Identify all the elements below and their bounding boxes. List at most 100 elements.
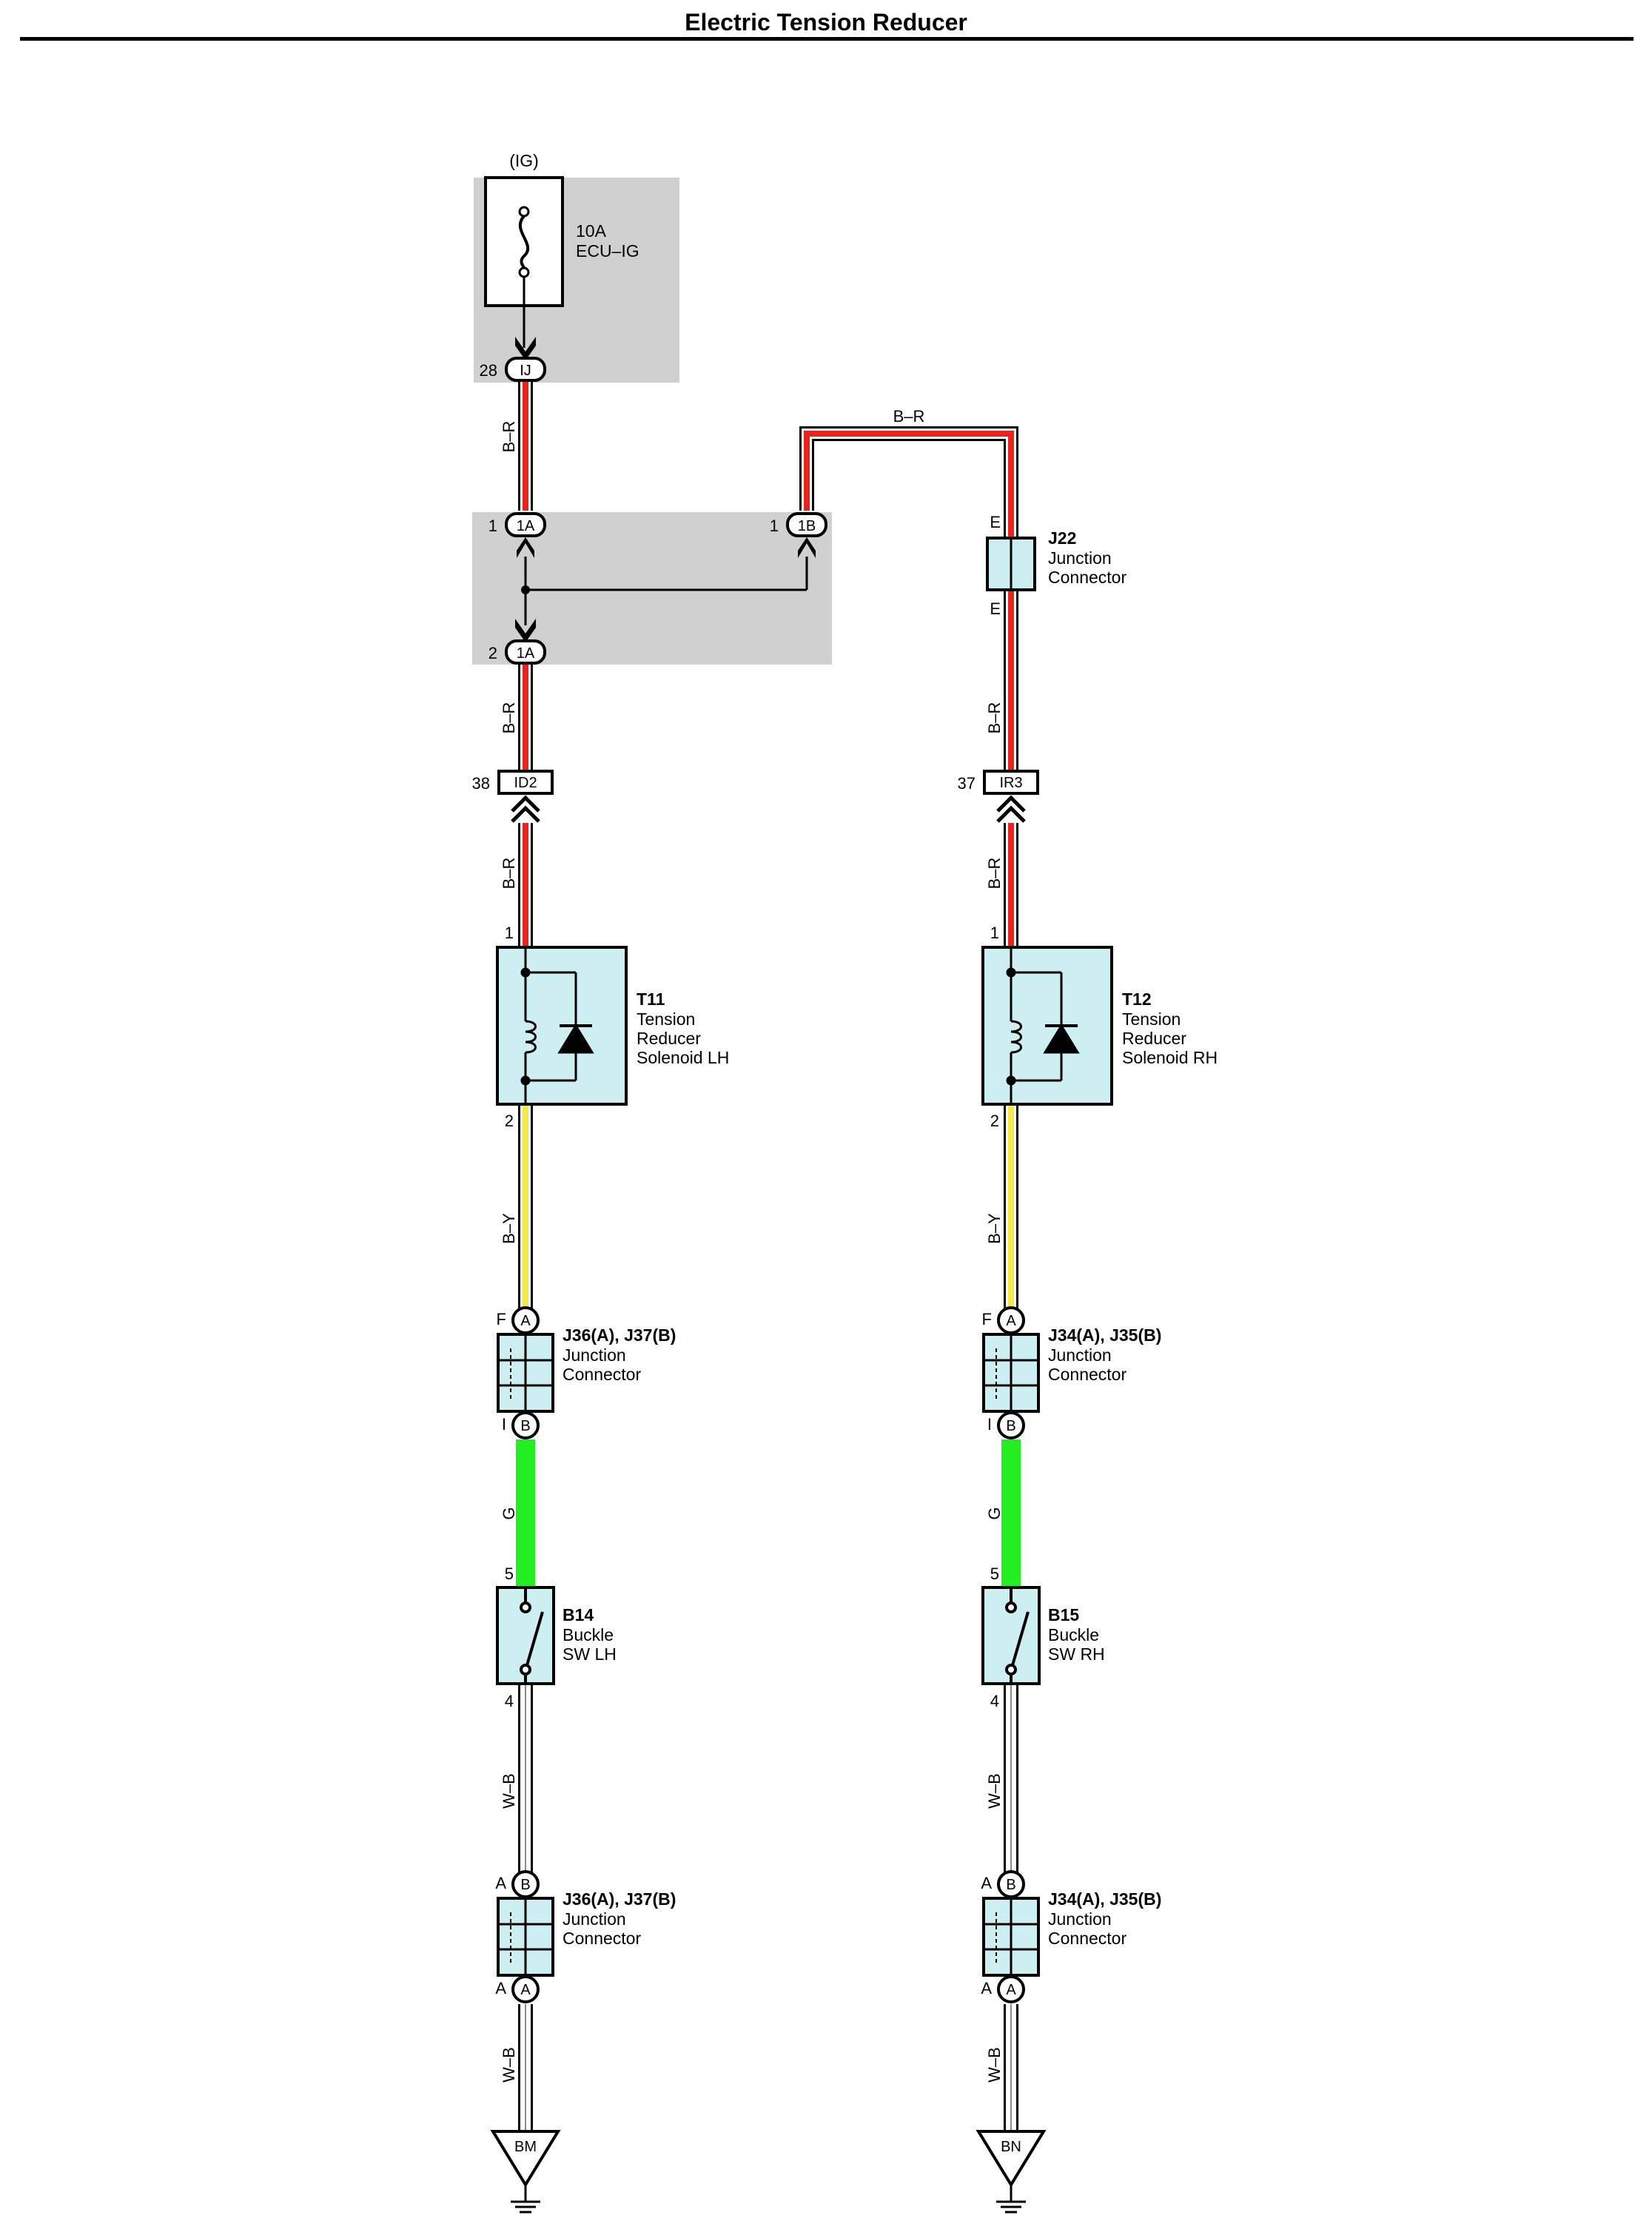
t11-solenoid-icon xyxy=(520,947,594,1104)
right-jc-upper-id: J34(A), J35(B) xyxy=(1048,1325,1161,1345)
wire-label-wb-left-2: W–B xyxy=(500,2047,518,2083)
wire-label-br-right-1: B–R xyxy=(985,702,1004,734)
j22-id: J22 xyxy=(1048,528,1076,548)
j22-line2: Connector xyxy=(1048,568,1126,587)
connector-ir3-pin: 37 xyxy=(958,774,976,793)
b15-pin-bottom: 4 xyxy=(990,1692,999,1710)
right-jc-lower-circle-top-label: B xyxy=(1006,1877,1015,1893)
connector-id2-pin: 38 xyxy=(472,774,490,793)
ij-arrow-icon xyxy=(515,337,536,360)
left-jc-upper-id: J36(A), J37(B) xyxy=(563,1325,676,1345)
left-jc-upper-circle-top-label: A xyxy=(520,1313,531,1329)
connector-1a-top-code: 1A xyxy=(517,518,535,534)
right-jc-upper-line1: Junction xyxy=(1048,1345,1112,1365)
right-jc-upper-box xyxy=(982,1333,1040,1413)
b14-id: B14 xyxy=(563,1605,594,1624)
title-rule xyxy=(20,37,1633,41)
wire-label-by-right: B–Y xyxy=(985,1213,1004,1244)
left-jc-lower-line2: Connector xyxy=(563,1929,641,1948)
b15-line1: Buckle xyxy=(1048,1625,1099,1644)
connector-ij-code: IJ xyxy=(520,363,531,379)
connector-1a-top-arrow-icon xyxy=(517,537,534,558)
wire-label-wb-left-1: W–B xyxy=(500,1773,518,1809)
left-jc-lower-box xyxy=(497,1897,554,1977)
right-jc-upper-circle-bottom xyxy=(997,1411,1025,1439)
ground-bn-icon xyxy=(976,2130,1047,2214)
j22-line1: Junction xyxy=(1048,548,1112,568)
wire-label-g-right: G xyxy=(985,1507,1004,1519)
wire-label-br-left-3: B–R xyxy=(500,858,518,890)
connector-ir3 xyxy=(983,770,1039,795)
connector-id2-code: ID2 xyxy=(514,775,537,791)
left-jc-upper-line2: Connector xyxy=(563,1365,641,1384)
connector-ir3-chevron-icon xyxy=(996,795,1026,823)
t11-line1: Tension xyxy=(637,1009,695,1029)
wire-label-br-left-2: B–R xyxy=(500,702,518,734)
left-jc-upper-box xyxy=(497,1333,554,1413)
right-jc-upper-line2: Connector xyxy=(1048,1365,1126,1384)
right-jc-upper-circle-bottom-label: B xyxy=(1006,1418,1015,1434)
b14-line1: Buckle xyxy=(563,1625,614,1644)
b14-line2: SW LH xyxy=(563,1644,617,1664)
wire-label-wb-right-2: W–B xyxy=(985,2047,1004,2083)
t11-line2: Reducer xyxy=(637,1029,701,1048)
right-jc-lower-line2: Connector xyxy=(1048,1929,1126,1948)
b15-line2: SW RH xyxy=(1048,1644,1105,1664)
t12-id: T12 xyxy=(1122,989,1152,1009)
connector-ir3-code: IR3 xyxy=(999,775,1022,791)
t12-line1: Tension xyxy=(1122,1009,1181,1029)
fuse-name: ECU–IG xyxy=(576,241,639,261)
left-jc-upper-pin-top: F xyxy=(497,1310,506,1328)
b14-pin-top: 5 xyxy=(505,1565,514,1583)
connector-1a-top xyxy=(505,512,546,537)
t11-id: T11 xyxy=(637,989,665,1009)
fuse-icon xyxy=(518,206,530,348)
connector-ij-pin: 28 xyxy=(480,361,497,380)
j22-pin-top: E xyxy=(990,513,1001,531)
right-jc-lower-line1: Junction xyxy=(1048,1909,1112,1929)
b15-switch-icon xyxy=(1005,1587,1030,1684)
j22-pin-bottom: E xyxy=(990,599,1001,618)
t12-solenoid-icon xyxy=(1006,947,1080,1104)
b15-id: B15 xyxy=(1048,1605,1079,1624)
wire-label-wb-right-1: W–B xyxy=(985,1773,1004,1809)
fuse-source-label: (IG) xyxy=(509,151,539,170)
right-jc-lower-circle-bottom-label: A xyxy=(1006,1982,1016,1998)
internal-junction-wiring xyxy=(521,557,808,625)
t12-line2: Reducer xyxy=(1122,1029,1186,1048)
fuse-rating: 10A xyxy=(576,221,607,241)
t12-pin-top: 1 xyxy=(990,924,999,942)
left-jc-lower-pin-bottom: A xyxy=(495,1979,506,1997)
b14-pin-bottom: 4 xyxy=(505,1692,514,1710)
right-jc-upper-pin-bottom: I xyxy=(987,1415,992,1434)
wire-label-br-right-2: B–R xyxy=(985,858,1004,890)
wire-label-g-left: G xyxy=(500,1507,518,1519)
connector-1a-bottom-pin: 2 xyxy=(488,644,497,662)
connector-1b-pin: 1 xyxy=(770,517,779,535)
left-jc-lower-circle-bottom-label: A xyxy=(520,1982,531,1998)
connector-1a-bottom-arrow-icon xyxy=(515,619,536,642)
wire-label-br-left-1: B–R xyxy=(500,421,518,453)
left-jc-lower-circle-bottom xyxy=(511,1975,540,2003)
wire-label-br-top: B–R xyxy=(893,407,925,426)
junction-block-shade xyxy=(472,512,832,665)
t11-pin-top: 1 xyxy=(505,924,514,942)
left-jc-lower-pin-top: A xyxy=(495,1874,506,1892)
left-jc-upper-pin-bottom: I xyxy=(502,1415,506,1434)
wire-right-g xyxy=(1001,1439,1021,1587)
left-jc-lower-line1: Junction xyxy=(563,1909,626,1929)
right-jc-lower-circle-bottom xyxy=(997,1975,1025,2003)
connector-1a-bottom-code: 1A xyxy=(517,645,535,662)
right-jc-lower-pin-top: A xyxy=(981,1874,992,1892)
right-jc-lower-pin-bottom: A xyxy=(981,1979,992,1997)
wire-top-br-loop xyxy=(799,426,1018,538)
right-jc-upper-circle-top-label: A xyxy=(1006,1313,1016,1329)
ground-bm-label: BM xyxy=(514,2139,537,2155)
right-jc-lower-box xyxy=(982,1897,1040,1977)
connector-1b-arrow-icon xyxy=(798,537,816,558)
b15-pin-top: 5 xyxy=(990,1565,999,1583)
connector-id2-chevron-icon xyxy=(511,795,540,823)
page-title: Electric Tension Reducer xyxy=(685,9,967,36)
right-jc-lower-id: J34(A), J35(B) xyxy=(1048,1889,1161,1909)
